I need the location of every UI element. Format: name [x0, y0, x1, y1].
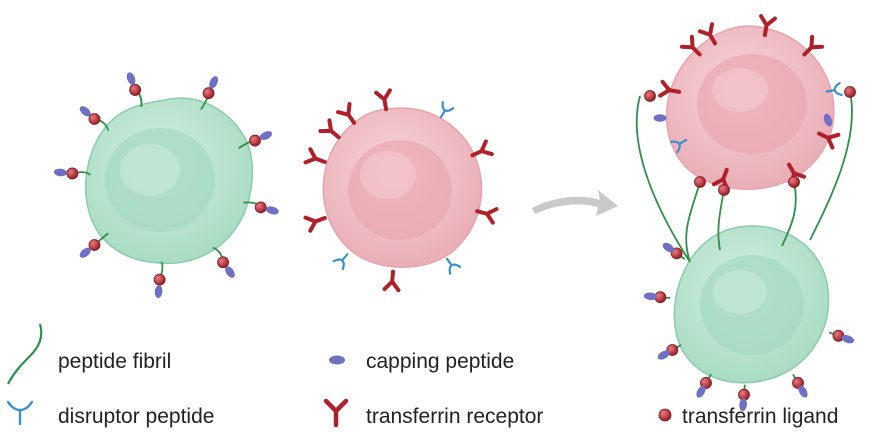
- transferrin-ligand-icon: [129, 84, 142, 96]
- capping-peptide-icon: [329, 355, 345, 365]
- pink-cell-middle: [322, 107, 483, 268]
- disruptor-peptide-icon: [669, 138, 688, 154]
- transferrin-receptor-icon: [658, 79, 682, 98]
- legend-label-peptide-fibril: peptide fibril: [58, 350, 171, 373]
- transferrin-ligand-icon: [644, 90, 656, 102]
- peptide-fibril: [635, 95, 691, 263]
- capping-peptide-icon: [126, 72, 136, 85]
- transferrin-ligand-icon: [658, 408, 672, 422]
- transferrin-receptor-icon: [318, 118, 341, 140]
- capping-peptide-icon: [259, 131, 272, 140]
- transferrin-ligand-icon: [254, 201, 267, 214]
- pink-cell-middle-markers: [303, 88, 499, 293]
- transferrin-receptor-icon: [382, 269, 401, 293]
- reaction-arrow-icon: [532, 190, 618, 216]
- capping-peptide-icon: [154, 285, 163, 299]
- transferrin-ligand-icon: [217, 256, 229, 269]
- green-cell-right-bottom: [673, 225, 830, 384]
- green-cell-left-fibrils: [53, 72, 279, 299]
- transferrin-receptor-icon: [374, 88, 392, 112]
- legend-label-transferrin-receptor: transferrin receptor: [366, 405, 543, 428]
- legend-label-disruptor-peptide: disruptor peptide: [58, 405, 214, 428]
- capping-peptide-icon: [79, 106, 91, 117]
- transferrin-receptor-icon: [303, 147, 327, 165]
- transferrin-receptor-icon: [679, 34, 702, 57]
- transferrin-ligand-icon: [844, 86, 856, 98]
- capping-peptide-icon: [657, 350, 670, 360]
- capping-peptide-icon: [225, 266, 235, 278]
- transferrin-receptor-icon: [759, 14, 777, 38]
- transferrin-ligand-icon: [66, 167, 79, 180]
- capping-peptide-icon: [209, 76, 219, 89]
- legend-label-capping-peptide: capping peptide: [366, 350, 514, 373]
- capping-peptide-icon: [53, 168, 67, 177]
- transferrin-ligand-icon: [694, 176, 706, 188]
- capping-peptide-icon: [739, 398, 747, 412]
- transferrin-receptor-icon: [802, 34, 825, 57]
- capping-peptide-icon: [798, 385, 808, 398]
- transferrin-ligand-icon: [88, 113, 101, 125]
- transferrin-ligand-icon: [788, 176, 800, 188]
- capping-peptide-icon: [823, 113, 833, 127]
- transferrin-ligand-icon: [202, 87, 215, 100]
- transferrin-receptor-icon: [697, 22, 718, 46]
- fibril-icon: [7, 323, 43, 385]
- transferrin-receptor-icon: [470, 139, 494, 158]
- transferrin-receptor-icon: [323, 398, 349, 428]
- transferrin-ligand-icon: [153, 273, 166, 286]
- right-complex-markers: [635, 14, 856, 412]
- capping-peptide-icon: [662, 242, 675, 253]
- capping-peptide-icon: [841, 334, 855, 344]
- green-cell-left: [85, 97, 254, 265]
- capping-peptide-icon: [653, 114, 667, 122]
- disruptor-peptide-icon: [439, 101, 455, 119]
- peptide-fibril: [781, 181, 797, 247]
- capping-peptide-icon: [696, 385, 706, 398]
- transferrin-ligand-icon: [718, 184, 730, 196]
- transferrin-receptor-icon: [303, 215, 327, 233]
- capping-peptide-icon: [79, 247, 91, 258]
- disruptor-peptide-icon: [6, 400, 34, 426]
- capping-peptide-icon: [643, 292, 657, 301]
- transferrin-receptor-icon: [475, 207, 499, 225]
- legend: peptide fibril capping peptide disruptor…: [6, 323, 838, 428]
- disruptor-peptide-icon: [332, 253, 349, 271]
- peptide-fibril: [685, 181, 701, 263]
- transferrin-receptor-icon: [817, 131, 841, 150]
- disruptor-peptide-icon: [445, 257, 462, 275]
- peptide-fibril: [809, 91, 853, 241]
- capping-peptide-icon: [265, 206, 279, 215]
- transferrin-ligand-icon: [88, 239, 101, 251]
- transferrin-receptor-icon: [336, 102, 357, 125]
- transferrin-ligand-icon: [249, 134, 261, 147]
- pink-cell-right-top: [665, 25, 835, 190]
- legend-label-transferrin-ligand: transferrin ligand: [682, 405, 838, 428]
- disruptor-peptide-icon: [825, 82, 843, 97]
